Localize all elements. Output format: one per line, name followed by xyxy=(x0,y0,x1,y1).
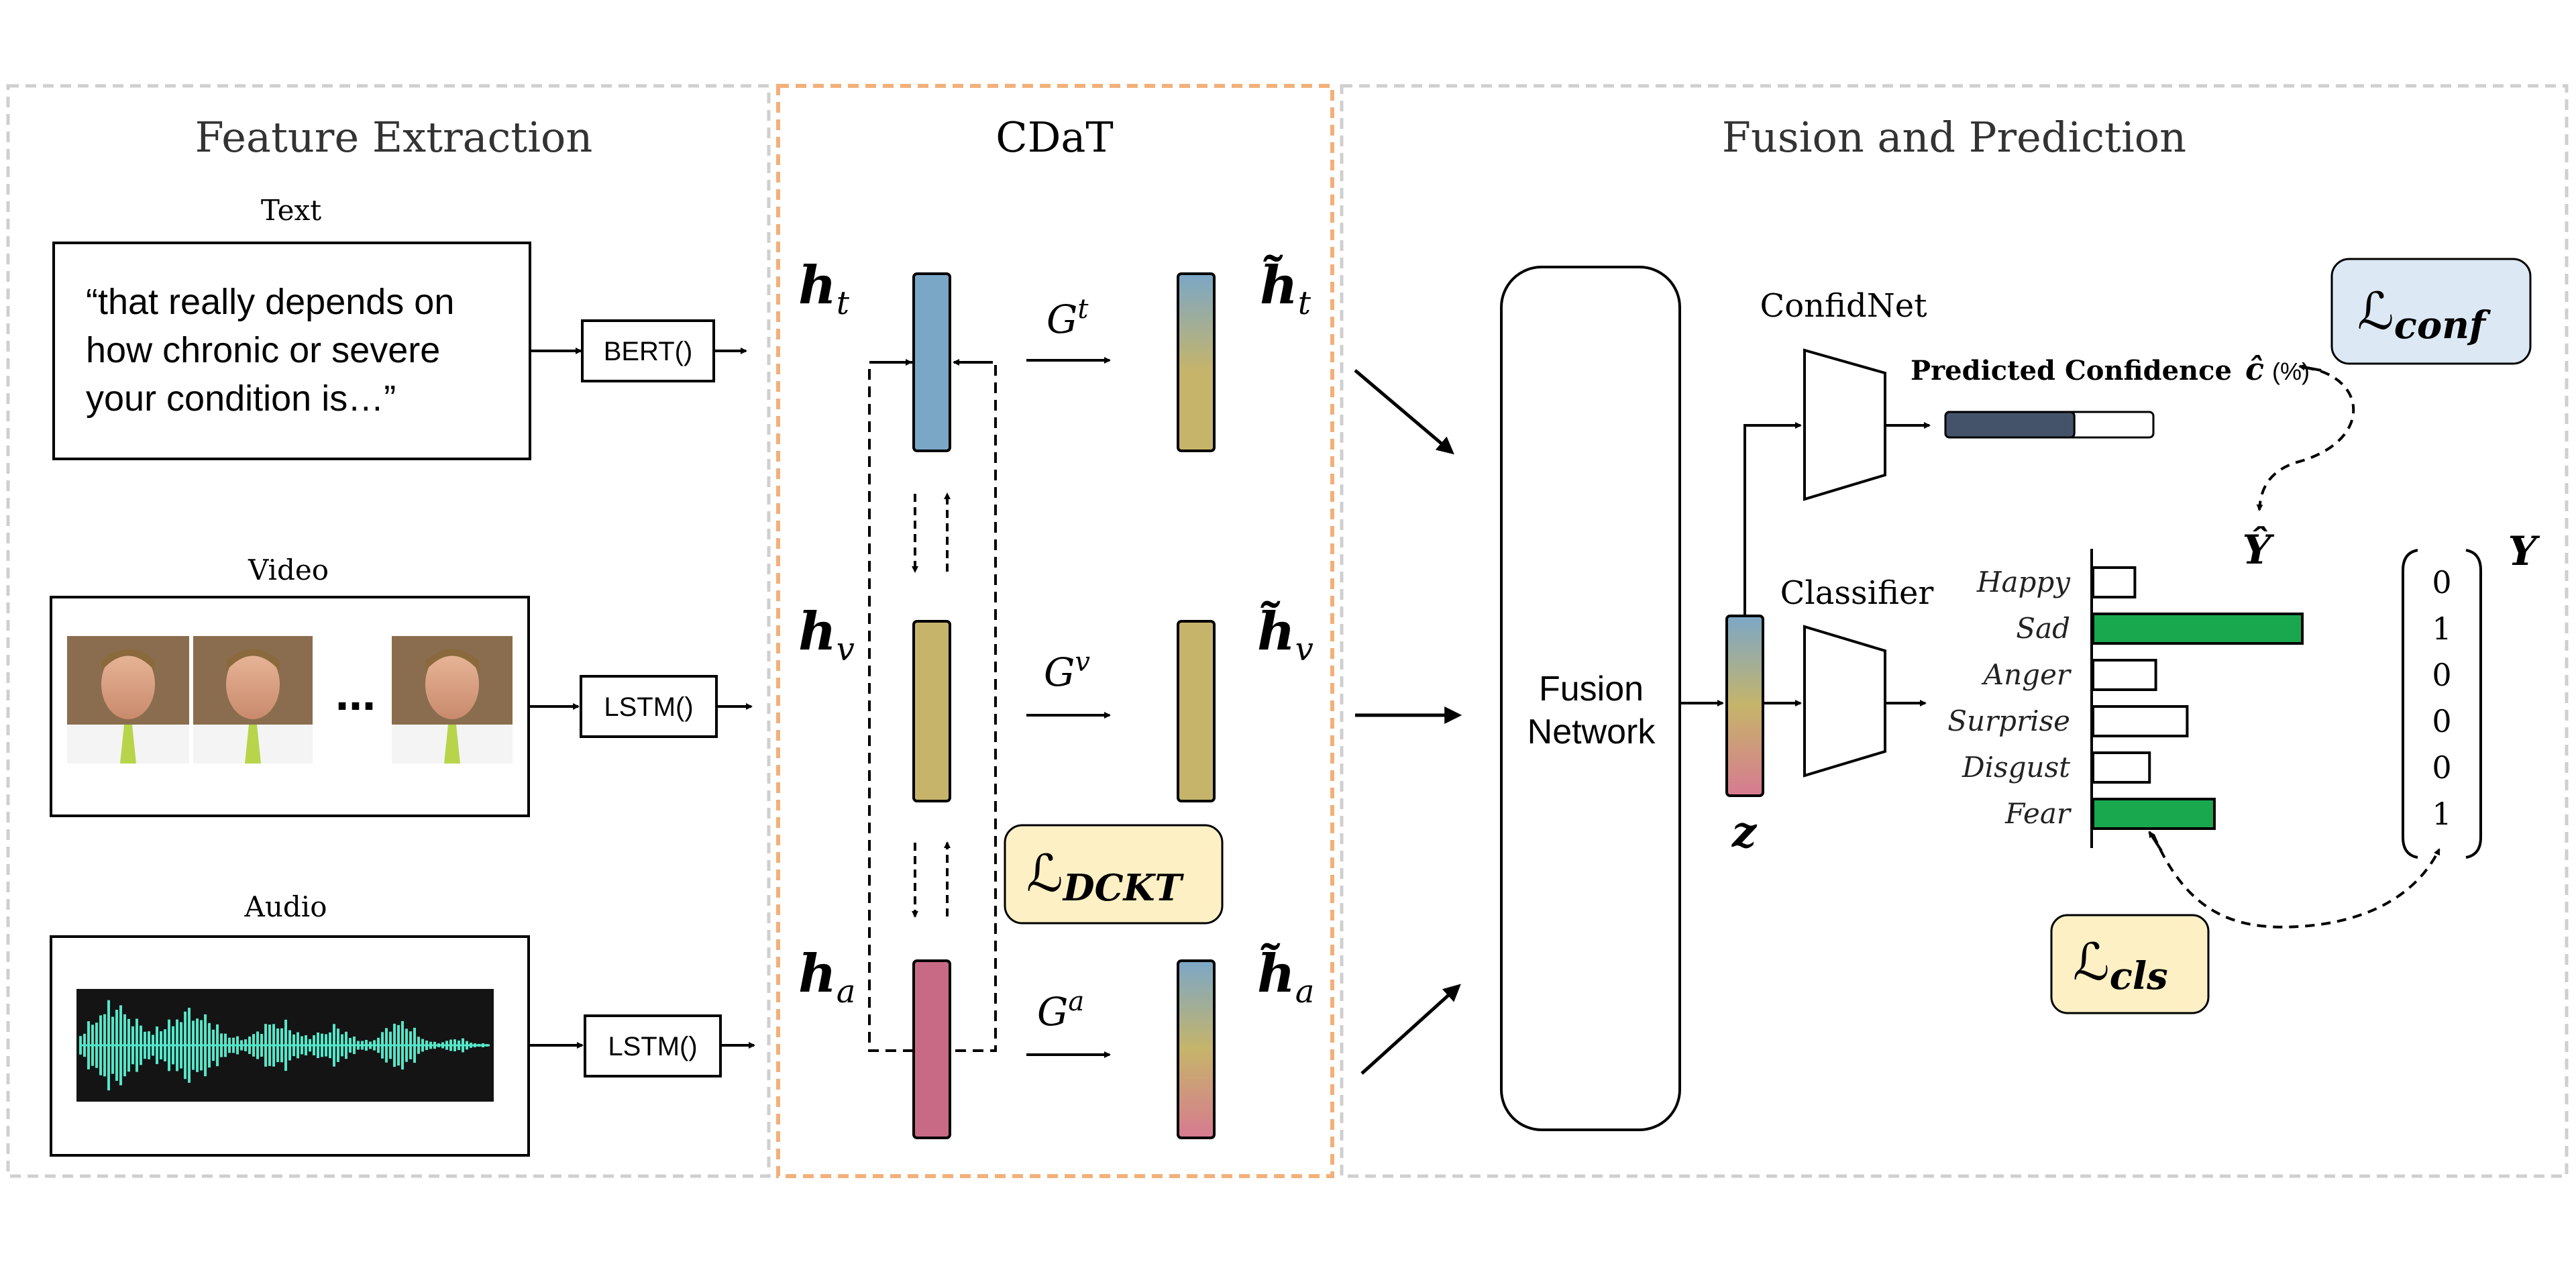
emotion-label: Surprise xyxy=(1947,704,2070,737)
text-quote-line-1: “that really depends on xyxy=(86,282,454,322)
g-a-label: Ga xyxy=(1037,986,1084,1035)
h-t-label: ht xyxy=(798,255,850,322)
loss-dckt-box xyxy=(1004,824,1224,925)
bert-encoder xyxy=(581,319,715,382)
prediction-bar xyxy=(2092,705,2189,737)
classifier-block xyxy=(1803,625,1886,778)
loss-cls-link xyxy=(2152,834,2440,929)
htilde-a-label: h̃a xyxy=(1257,943,1314,1010)
y-label: Y xyxy=(2508,528,2540,575)
emotion-label: Fear xyxy=(2004,797,2072,830)
video-frame-3 xyxy=(392,636,513,764)
h-a-label: ha xyxy=(798,943,855,1010)
video-lstm-label: LSTM() xyxy=(604,692,693,722)
prediction-bar xyxy=(2092,798,2216,830)
prediction-bar xyxy=(2092,751,2151,784)
y-value: 0 xyxy=(2432,703,2451,739)
audio-lstm-label: LSTM() xyxy=(608,1032,697,1061)
arrow-ht-to-fusion xyxy=(1354,369,1454,455)
panel-fusion-prediction xyxy=(1340,84,2569,1178)
prediction-bar xyxy=(2092,566,2137,598)
prediction-bar xyxy=(2092,659,2157,691)
fusion-network-label-line-2: Network xyxy=(1527,713,1656,751)
loss-conf-link xyxy=(2256,366,2355,511)
panel-cdat xyxy=(776,84,1334,1178)
h-v-label: hv xyxy=(798,601,855,668)
audio-waveform xyxy=(79,1000,490,1091)
confidnet-label: ConfidNet xyxy=(1760,287,1927,325)
text-input-label: Text xyxy=(261,194,321,227)
htilde-a-bar xyxy=(1177,959,1216,1139)
video-input-label: Video xyxy=(248,554,329,586)
emotion-label: Sad xyxy=(2016,612,2070,645)
title-cdat: CDaT xyxy=(996,113,1113,162)
y-value: 1 xyxy=(2432,796,2451,832)
emotion-label: Disgust xyxy=(1962,751,2070,784)
text-quote-line-2: how chronic or severe xyxy=(86,330,440,370)
y-bracket-right xyxy=(2465,549,2482,859)
prediction-bar xyxy=(2092,613,2304,645)
y-value: 0 xyxy=(2432,564,2451,600)
loss-conf-link-head xyxy=(2298,364,2322,372)
loss-cls-link-head xyxy=(2148,831,2163,852)
arrow-z-to-confidnet xyxy=(1743,422,1802,616)
confidnet-block xyxy=(1803,348,1886,501)
fusion-network-label-line-1: Fusion xyxy=(1539,670,1644,708)
htilde-t-bar xyxy=(1177,272,1216,452)
g-v-label: Gv xyxy=(1044,647,1090,695)
z-label: z xyxy=(1731,807,1758,857)
h-v-bar xyxy=(912,620,951,802)
h-a-bar xyxy=(912,959,951,1139)
z-bar xyxy=(1725,615,1764,797)
y-value: 0 xyxy=(2432,657,2451,693)
y-value: 0 xyxy=(2432,749,2451,786)
video-frame-2 xyxy=(193,636,313,764)
y-bracket-left xyxy=(2402,549,2418,859)
y-hat-label: Ŷ xyxy=(2243,526,2275,574)
emotion-label: Anger xyxy=(1981,658,2072,691)
text-input-box xyxy=(52,242,531,460)
fusion-network-box xyxy=(1500,266,1681,1131)
classifier-label: Classifier xyxy=(1780,574,1934,612)
loss-cls-label: ℒcls xyxy=(2073,932,2168,998)
text-quote-line-3: your condition is…” xyxy=(86,378,396,419)
y-value: 1 xyxy=(2432,611,2451,647)
y-one-hot-values: 0 1 0 0 0 1 xyxy=(2432,564,2451,832)
video-frame-1 xyxy=(67,636,189,764)
video-lstm-encoder xyxy=(580,675,718,738)
loss-conf-label: ℒconf xyxy=(2357,281,2491,348)
arrow-ha-to-fusion xyxy=(1360,984,1461,1075)
confidence-bar-fill xyxy=(1944,411,2076,439)
loss-conf-box xyxy=(2330,258,2532,365)
loss-dckt-label: ℒDCKT xyxy=(1026,843,1184,909)
htilde-t-label: h̃t xyxy=(1260,254,1311,322)
htilde-v-label: h̃v xyxy=(1257,600,1313,668)
loss-cls-box xyxy=(2050,914,2210,1014)
audio-lstm-encoder xyxy=(584,1014,722,1077)
bert-label: BERT() xyxy=(604,337,693,366)
title-feature-extraction: Feature Extraction xyxy=(195,113,593,162)
video-ellipsis: … xyxy=(335,673,376,720)
h-t-bar xyxy=(912,272,951,452)
emotion-label: Happy xyxy=(1976,566,2071,598)
htilde-v-bar xyxy=(1177,620,1216,802)
audio-input-label: Audio xyxy=(244,890,327,923)
g-t-label: Gt xyxy=(1046,294,1089,342)
title-fusion-prediction: Fusion and Prediction xyxy=(1722,113,2186,162)
